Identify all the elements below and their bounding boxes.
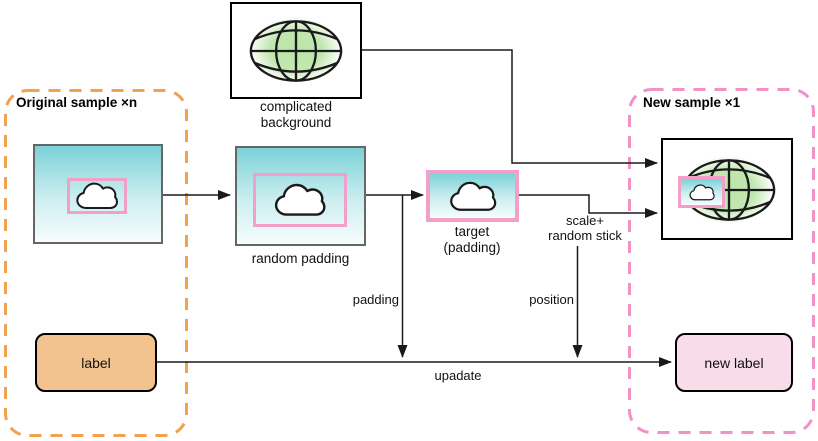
new-label-node: new label bbox=[675, 333, 793, 392]
update-edge-label: upadate bbox=[434, 368, 482, 383]
complicated-background-caption: complicated background bbox=[259, 99, 333, 130]
original-sample-image bbox=[33, 144, 163, 244]
new-sample-container bbox=[628, 88, 815, 434]
edge-background-to-newsample bbox=[362, 49, 658, 168]
stuck-target-rect bbox=[678, 176, 725, 208]
target-caption: target (padding) bbox=[443, 224, 501, 255]
original-sample-container bbox=[4, 89, 188, 437]
label-node: label bbox=[35, 333, 157, 392]
cloud-icon bbox=[76, 182, 118, 209]
bbox-rect bbox=[253, 173, 347, 227]
random-padding-image bbox=[235, 146, 366, 246]
label-text: label bbox=[81, 354, 111, 371]
new-container-title: New sample ×1 bbox=[643, 95, 741, 110]
target-image bbox=[426, 170, 519, 222]
new-sample-image bbox=[661, 138, 793, 240]
padding-edge-label: padding bbox=[352, 292, 399, 307]
globe-icon bbox=[249, 20, 343, 82]
cloud-icon bbox=[449, 181, 496, 211]
position-edge-label: position bbox=[529, 292, 574, 307]
cloud-icon bbox=[274, 183, 326, 216]
cloud-icon bbox=[688, 183, 715, 200]
complicated-background-image bbox=[230, 2, 362, 99]
bbox-rect bbox=[67, 178, 127, 214]
random-padding-caption: random padding bbox=[251, 251, 350, 266]
original-container-title: Original sample ×n bbox=[16, 95, 138, 110]
edge-target-to-newsample bbox=[519, 194, 658, 218]
new-label-text: new label bbox=[704, 354, 764, 371]
scale-stick-edge-label: scale+ random stick bbox=[548, 213, 622, 243]
